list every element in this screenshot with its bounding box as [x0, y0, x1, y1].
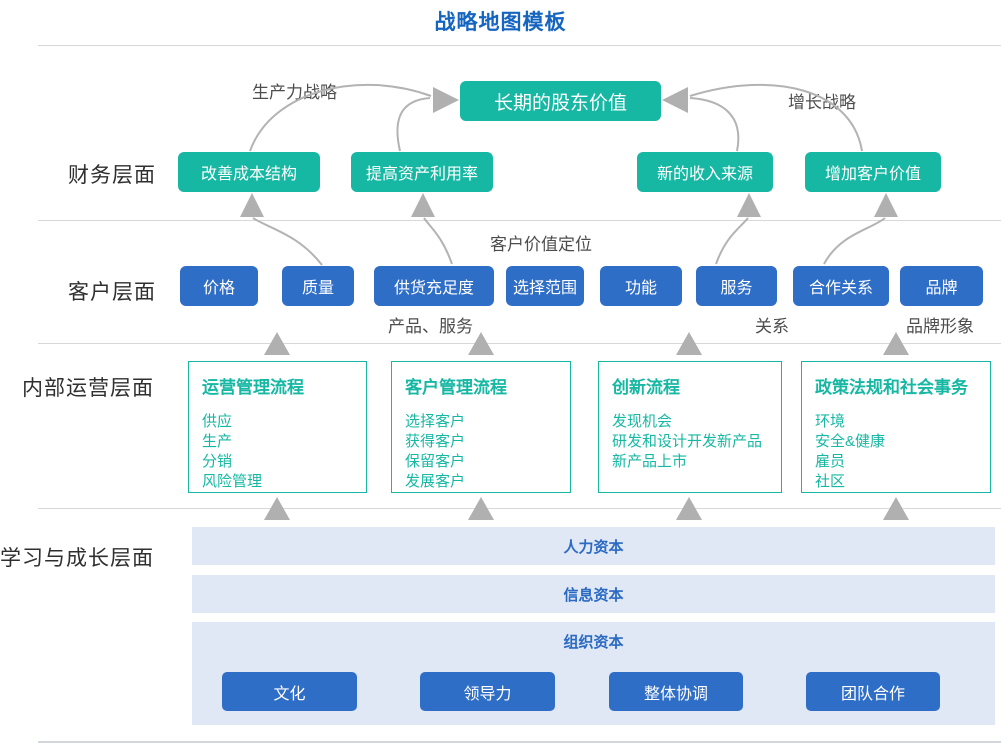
process-item: 生产	[202, 433, 233, 450]
node-increase-asset-utilization[interactable]: 提高资产利用率	[351, 152, 493, 192]
process-title: 运营管理流程	[202, 378, 304, 397]
curve-revenue-to-value	[689, 97, 740, 152]
curve-availability-to-asset	[423, 217, 453, 265]
node-availability[interactable]: 供货充足度	[374, 266, 494, 306]
growth-strategy-label: 增长战略	[788, 93, 856, 112]
process-box-innovation[interactable]: 创新流程 发现机会 研发和设计开发新产品 新产品上市	[598, 361, 782, 493]
process-item: 新产品上市	[612, 453, 688, 470]
process-item: 发展客户	[405, 473, 466, 490]
relationship-label: 关系	[755, 317, 789, 336]
curve-service-to-revenue	[715, 217, 749, 265]
button-alignment[interactable]: 整体协调	[609, 672, 743, 711]
process-item: 雇员	[815, 453, 846, 470]
divider	[38, 508, 1001, 509]
process-box-customer-management[interactable]: 客户管理流程 选择客户 获得客户 保留客户 发展客户	[391, 361, 571, 493]
curve-quality-to-cost	[252, 217, 323, 266]
node-brand[interactable]: 品牌	[900, 266, 983, 306]
process-title: 创新流程	[612, 378, 680, 397]
customer-value-proposition-label: 客户价值定位	[490, 235, 592, 254]
process-item: 社区	[815, 473, 846, 490]
process-item: 供应	[202, 413, 233, 430]
process-item: 研发和设计开发新产品	[612, 433, 763, 450]
arrow-up-icon	[411, 193, 435, 217]
button-culture[interactable]: 文化	[222, 672, 357, 711]
divider	[38, 343, 1001, 344]
band-information-capital[interactable]: 信息资本	[192, 575, 995, 613]
arrow-up-icon	[737, 193, 761, 217]
node-enhance-customer-value[interactable]: 增加客户价值	[805, 152, 941, 192]
node-price[interactable]: 价格	[180, 266, 258, 306]
arrow-up-icon	[874, 193, 898, 217]
node-new-revenue-sources[interactable]: 新的收入来源	[637, 152, 773, 192]
arrow-up-icon	[240, 193, 264, 217]
page-title: 战略地图模板	[434, 11, 567, 34]
curve-partnership-to-customer	[823, 217, 886, 265]
node-selection[interactable]: 选择范围	[506, 266, 584, 306]
divider	[38, 741, 1001, 743]
curve-asset-to-value	[396, 97, 431, 152]
process-item: 分销	[202, 453, 233, 470]
arrow-right-icon	[433, 87, 459, 113]
process-box-regulatory-social[interactable]: 政策法规和社会事务 环境 安全&健康 雇员 社区	[801, 361, 991, 493]
node-partnership[interactable]: 合作关系	[793, 266, 889, 306]
process-title: 政策法规和社会事务	[815, 378, 968, 397]
process-item: 获得客户	[405, 433, 466, 450]
button-teamwork[interactable]: 团队合作	[806, 672, 940, 711]
layer-label-internal: 内部运营层面	[22, 377, 154, 400]
button-leadership[interactable]: 领导力	[420, 672, 555, 711]
node-service[interactable]: 服务	[696, 266, 777, 306]
process-item: 保留客户	[405, 453, 466, 470]
process-item: 环境	[815, 413, 846, 430]
layer-label-customer: 客户层面	[68, 281, 156, 304]
brand-image-label: 品牌形象	[906, 317, 974, 336]
process-item: 选择客户	[405, 413, 466, 430]
process-title: 客户管理流程	[405, 378, 507, 397]
process-item: 风险管理	[202, 473, 263, 490]
arrow-left-icon	[662, 87, 688, 113]
layer-label-financial: 财务层面	[68, 164, 156, 187]
node-quality[interactable]: 质量	[282, 266, 354, 306]
divider	[38, 45, 1001, 46]
node-long-term-shareholder-value[interactable]: 长期的股东价值	[460, 81, 661, 121]
process-box-operations-management[interactable]: 运营管理流程 供应 生产 分销 风险管理	[188, 361, 367, 493]
divider	[38, 220, 1001, 221]
productivity-strategy-label: 生产力战略	[252, 83, 337, 102]
products-services-label: 产品、服务	[388, 317, 473, 336]
layer-label-learning: 学习与成长层面	[0, 547, 154, 570]
process-item: 安全&健康	[815, 433, 886, 450]
process-item: 发现机会	[612, 413, 673, 430]
node-improve-cost-structure[interactable]: 改善成本结构	[178, 152, 320, 192]
band-human-capital[interactable]: 人力资本	[192, 527, 995, 565]
node-functionality[interactable]: 功能	[600, 266, 682, 306]
